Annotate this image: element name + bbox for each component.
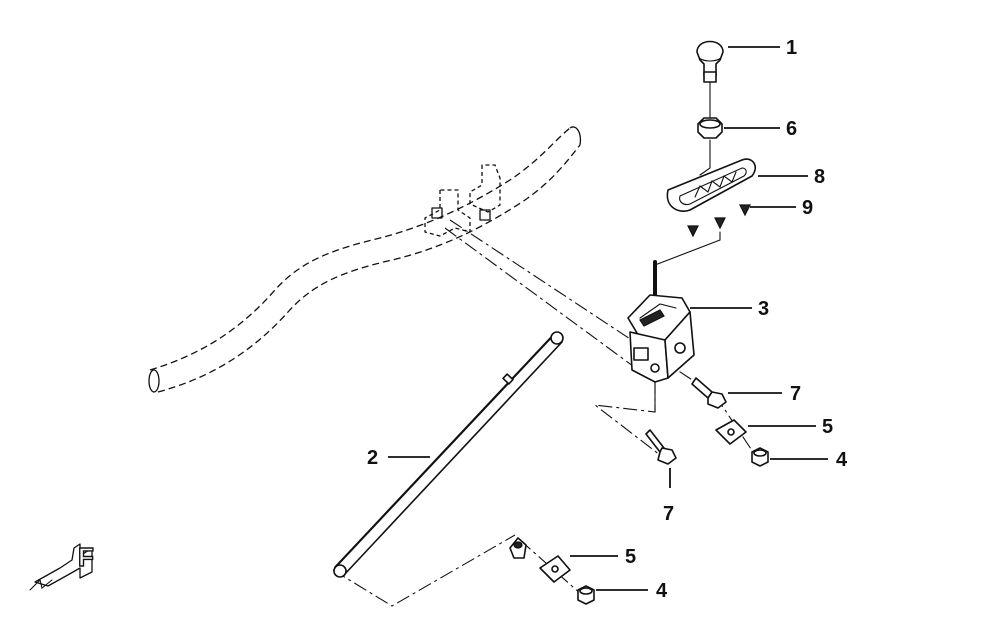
- callout-7-upper: 7: [790, 383, 801, 405]
- callout-5-upper: 5: [822, 416, 833, 438]
- callouts: 1 6 8 9 3 7 5 4 2 7 5 4: [367, 37, 848, 602]
- callout-2: 2: [367, 447, 378, 469]
- bolt-lower: [645, 429, 677, 465]
- callout-4-lower: 4: [656, 580, 668, 602]
- clip-upper: [715, 419, 747, 445]
- shift-knob: [696, 40, 724, 83]
- callout-3: 3: [758, 298, 769, 320]
- shift-gate-plate: [666, 158, 757, 212]
- forward-direction-arrow-icon: F: [29, 541, 95, 591]
- nut-upper: [751, 447, 769, 467]
- rod-end-joint: [509, 537, 527, 559]
- clip-lower: [539, 555, 571, 583]
- callout-9: 9: [802, 197, 813, 219]
- frame-tube: [148, 126, 582, 393]
- callout-6: 6: [786, 118, 797, 140]
- shift-lever-bracket: [627, 260, 695, 383]
- direction-letter: F: [78, 542, 94, 572]
- leader-lines: [388, 46, 828, 591]
- callout-4-upper: 4: [836, 449, 848, 471]
- nut-lower: [577, 585, 595, 605]
- bolt-upper: [691, 377, 727, 409]
- callout-5-lower: 5: [625, 546, 636, 568]
- callout-8: 8: [814, 166, 825, 188]
- callout-1: 1: [786, 37, 797, 59]
- shift-rod: [333, 331, 564, 578]
- callout-7-lower: 7: [663, 503, 674, 525]
- knob-nut: [697, 117, 723, 139]
- plate-screws: [687, 204, 751, 238]
